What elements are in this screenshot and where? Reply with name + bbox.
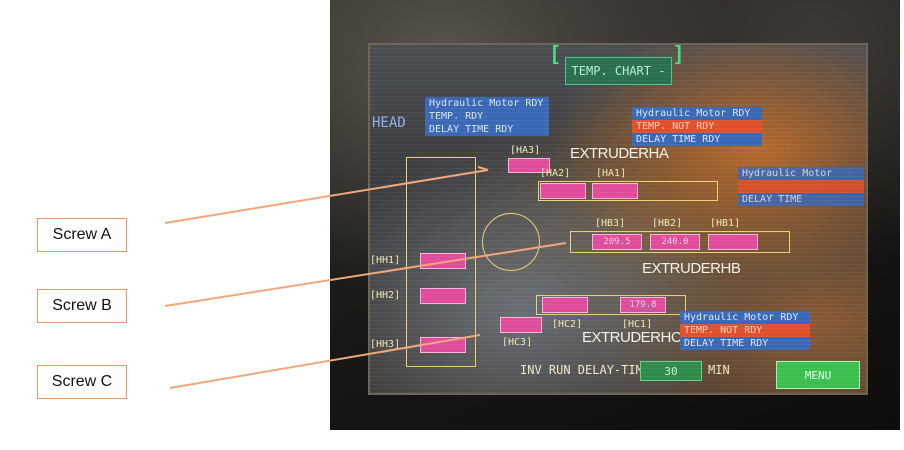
left-status-hydraulic: Hydraulic Motor RDY (425, 97, 549, 110)
top-right-status-block: Hydraulic Motor RDY TEMP. NOT RDY DELAY … (632, 107, 762, 146)
left-status-temp: TEMP. RDY (425, 110, 549, 123)
top-right-status-hydraulic: Hydraulic Motor RDY (632, 107, 762, 120)
bottom-status-delay: DELAY TIME RDY (680, 337, 810, 350)
bottom-status-hydraulic: Hydraulic Motor RDY (680, 311, 810, 324)
zone-ha2-display (540, 183, 586, 199)
bottom-status-temp: TEMP. NOT RDY (680, 324, 810, 337)
zone-hb1-display (708, 234, 758, 250)
zone-label-hh3: [HH3] (370, 339, 401, 350)
zone-hb2-display: 240.0 (650, 234, 700, 250)
top-right-status-delay: DELAY TIME RDY (632, 133, 762, 146)
zone-hh3-display (420, 337, 466, 353)
bottom-status-block: Hydraulic Motor RDY TEMP. NOT RDY DELAY … (680, 311, 810, 350)
title-bracket-right: ] (675, 43, 682, 65)
extruder-a-label: EXTRUDERHA (570, 145, 669, 162)
zone-hc1-display: 179.8 (620, 297, 666, 313)
mid-right-status-temp (738, 180, 864, 193)
zone-label-hc3: [HC3] (502, 337, 533, 348)
screen-title: TEMP. CHART - (565, 57, 672, 85)
extruder-c-label: EXTRUDERHC (582, 329, 682, 346)
left-status-delay: DELAY TIME RDY (425, 123, 549, 136)
title-bracket-left: [ (552, 43, 559, 65)
zone-label-ha1: [HA1] (596, 168, 627, 179)
callout-screw-b: Screw B (37, 289, 127, 323)
callout-screw-a: Screw A (37, 218, 127, 252)
zone-label-hc2: [HC2] (552, 319, 583, 330)
zone-hc-left-display (542, 297, 588, 313)
zone-hc3-display (500, 317, 542, 333)
extruder-a-barrel (538, 181, 718, 201)
extruder-b-label: EXTRUDERHB (642, 260, 741, 277)
zone-hh2-display (420, 288, 466, 304)
mid-right-status-block: Hydraulic Motor DELAY TIME (738, 167, 864, 206)
zone-hb3-display: 209.5 (592, 234, 642, 250)
top-right-status-temp: TEMP. NOT RDY (632, 120, 762, 133)
zone-ha1-display (592, 183, 638, 199)
zone-label-ha3: [HA3] (510, 145, 541, 156)
callout-screw-c: Screw C (37, 365, 127, 399)
left-status-block: Hydraulic Motor RDY TEMP. RDY DELAY TIME… (425, 97, 549, 136)
delay-time-label: INV RUN DELAY-TIME (520, 363, 651, 377)
menu-button[interactable]: MENU (776, 361, 860, 389)
zone-label-hh1: [HH1] (370, 255, 401, 266)
zone-label-hb2: [HB2] (652, 218, 683, 229)
head-label: HEAD (372, 115, 406, 131)
hmi-panel-photo: [ TEMP. CHART - ] HEAD Hydraulic Motor R… (330, 0, 900, 430)
hmi-screen: [ TEMP. CHART - ] HEAD Hydraulic Motor R… (368, 43, 868, 395)
zone-ha3-display (508, 158, 550, 173)
zone-hh1-display (420, 253, 466, 269)
delay-time-unit: MIN (708, 363, 730, 377)
delay-time-value[interactable]: 30 (640, 361, 702, 381)
zone-label-hb1: [HB1] (710, 218, 741, 229)
zone-label-hc1: [HC1] (622, 319, 653, 330)
zone-label-ha2: [HA2] (540, 168, 571, 179)
crosshead-outline (482, 213, 540, 271)
zone-label-hh2: [HH2] (370, 290, 401, 301)
mid-right-status-hydraulic: Hydraulic Motor (738, 167, 864, 180)
mid-right-status-delay: DELAY TIME (738, 193, 864, 206)
zone-label-hb3: [HB3] (595, 218, 626, 229)
extruder-b-barrel (570, 231, 790, 253)
